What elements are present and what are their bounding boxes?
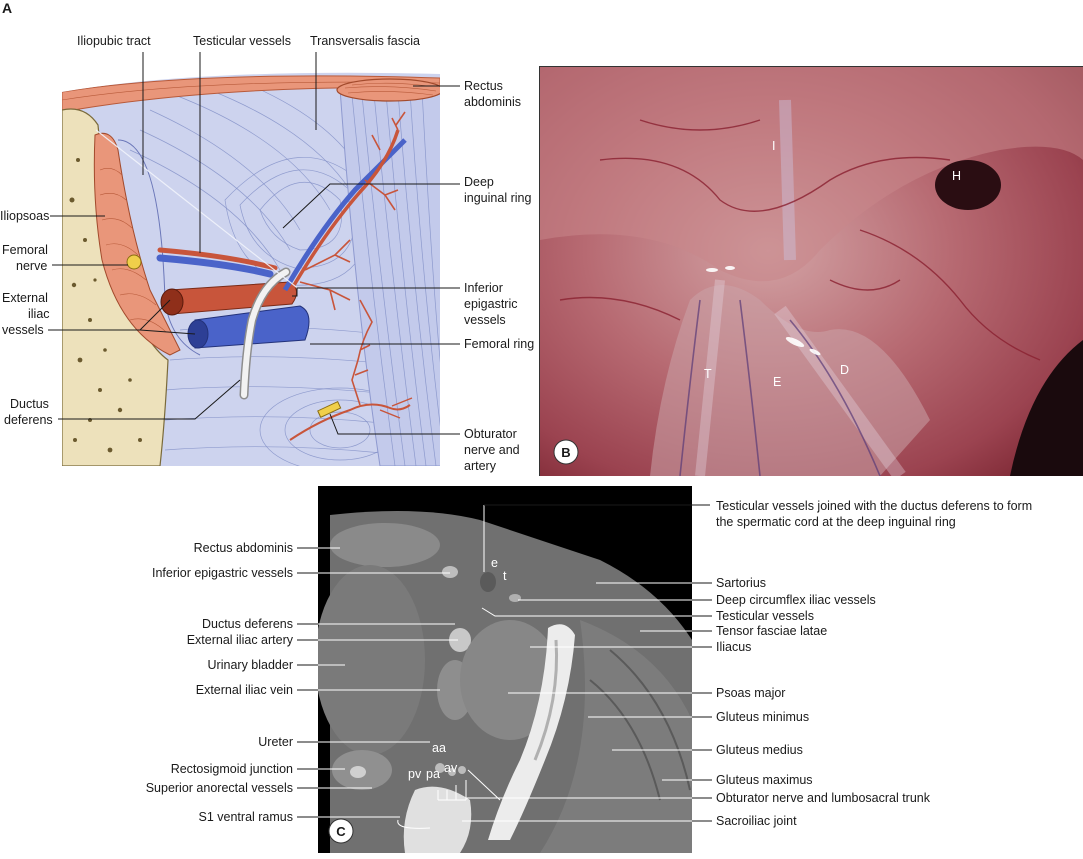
label-obt-line3: artery bbox=[464, 459, 497, 473]
laparoscopy-photo bbox=[540, 67, 1083, 476]
label-inf-line3: vessels bbox=[464, 313, 506, 327]
ct-mark-t: t bbox=[503, 569, 507, 583]
panel-b: I H T E D B bbox=[540, 67, 1083, 477]
label-c-glut-med: Gluteus medius bbox=[716, 743, 803, 757]
label-c-rectus: Rectus abdominis bbox=[194, 541, 293, 555]
ct-mark-pv: pv bbox=[408, 767, 422, 781]
label-rectus-line2: abdominis bbox=[464, 95, 521, 109]
panel-a-letter: A bbox=[2, 0, 12, 16]
label-c-bladder: Urinary bladder bbox=[208, 658, 293, 672]
label-c-tensor: Tensor fasciae latae bbox=[716, 624, 827, 638]
label-c-rectosigmoid: Rectosigmoid junction bbox=[171, 762, 293, 776]
label-c-ductus: Ductus deferens bbox=[202, 617, 293, 631]
label-transversalis-fascia: Transversalis fascia bbox=[310, 34, 420, 48]
label-obt-line2: nerve and bbox=[464, 443, 520, 457]
label-c-sartorius: Sartorius bbox=[716, 576, 766, 590]
label-c-testicular: Testicular vessels bbox=[716, 609, 814, 623]
label-c-sacroiliac: Sacroiliac joint bbox=[716, 814, 797, 828]
label-testicular-vessels: Testicular vessels bbox=[193, 34, 291, 48]
label-ext-line2: iliac bbox=[28, 307, 50, 321]
panel-c-letter: C bbox=[336, 824, 346, 839]
label-c-ureter: Ureter bbox=[258, 735, 293, 749]
label-c-inf-epigastric: Inferior epigastric vessels bbox=[152, 566, 293, 580]
label-iliopsoas: Iliopsoas bbox=[0, 209, 49, 223]
label-c-sup-anorectal: Superior anorectal vessels bbox=[146, 781, 293, 795]
label-ext-line3: vessels bbox=[2, 323, 44, 337]
label-c-psoas: Psoas major bbox=[716, 686, 785, 700]
label-deep-line1: Deep bbox=[464, 175, 494, 189]
label-rectus-line1: Rectus bbox=[464, 79, 503, 93]
femoral-nerve bbox=[127, 255, 141, 269]
mark-d: D bbox=[840, 363, 849, 377]
panel-a: A bbox=[0, 0, 534, 473]
label-c-glut-max: Gluteus maximus bbox=[716, 773, 813, 787]
label-c-obturator: Obturator nerve and lumbosacral trunk bbox=[716, 791, 931, 805]
label-ductus-line2: deferens bbox=[4, 413, 53, 427]
label-iliopubic-tract: Iliopubic tract bbox=[77, 34, 151, 48]
label-c-cord-line2: the spermatic cord at the deep inguinal … bbox=[716, 515, 956, 529]
label-femoral-ring: Femoral ring bbox=[464, 337, 534, 351]
ct-mark-pa: pa bbox=[426, 767, 440, 781]
label-c-cord-line1: Testicular vessels joined with the ductu… bbox=[716, 499, 1032, 513]
mark-e: E bbox=[773, 375, 781, 389]
ct-mark-e: e bbox=[491, 556, 498, 570]
label-deep-line2: inguinal ring bbox=[464, 191, 531, 205]
inguinal-illustration bbox=[62, 68, 443, 472]
label-c-ext-vein: External iliac vein bbox=[196, 683, 293, 697]
panel-c: e t aa pv pa av Rectus abdominis Inferio… bbox=[146, 486, 1032, 853]
hernia-defect bbox=[935, 160, 1001, 210]
label-ductus-line1: Ductus bbox=[10, 397, 49, 411]
label-c-deep-circ: Deep circumflex iliac vessels bbox=[716, 593, 876, 607]
ct-urinary-bladder bbox=[315, 565, 425, 755]
label-obt-line1: Obturator bbox=[464, 427, 517, 441]
label-ext-line1: External bbox=[2, 291, 48, 305]
label-c-glut-min: Gluteus minimus bbox=[716, 710, 809, 724]
mark-h: H bbox=[952, 169, 961, 183]
panel-b-letter: B bbox=[561, 445, 570, 460]
label-c-ext-artery: External iliac artery bbox=[187, 633, 294, 647]
label-femoral-line1: Femoral bbox=[2, 243, 48, 257]
label-c-iliacus: Iliacus bbox=[716, 640, 751, 654]
label-inf-line2: epigastric bbox=[464, 297, 518, 311]
label-femoral-line2: nerve bbox=[16, 259, 47, 273]
rectus-abdominis-muscle bbox=[337, 79, 443, 101]
label-c-s1: S1 ventral ramus bbox=[199, 810, 293, 824]
mark-i: I bbox=[772, 139, 775, 153]
ct-mark-aa: aa bbox=[432, 741, 446, 755]
label-inf-line1: Inferior bbox=[464, 281, 503, 295]
ct-mark-av: av bbox=[444, 761, 458, 775]
mark-t: T bbox=[704, 367, 712, 381]
